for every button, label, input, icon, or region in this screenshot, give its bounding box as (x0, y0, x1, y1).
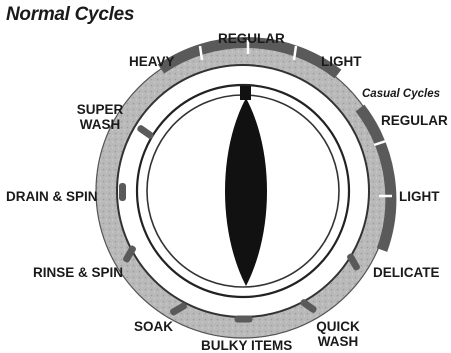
label-quick: QUICK (310, 319, 366, 334)
label-super-wash: SUPER WASH (64, 102, 136, 132)
label-soak: SOAK (134, 319, 173, 334)
dial-pointer (240, 86, 251, 100)
label-rinse-spin: RINSE & SPIN (33, 265, 123, 280)
casual-cycles-title: Casual Cycles (362, 88, 440, 100)
label-bulky-items: BULKY ITEMS (201, 338, 292, 353)
label-casual-light: LIGHT (399, 189, 440, 204)
marker-bulky-items (235, 316, 253, 323)
label-wash: WASH (64, 117, 136, 132)
marker-drain-spin (119, 183, 126, 201)
label-quick-wash: QUICK WASH (310, 319, 366, 349)
label-drain-spin: DRAIN & SPIN (6, 189, 98, 204)
label-casual-regular: REGULAR (381, 113, 448, 128)
label-delicate: DELICATE (373, 265, 440, 280)
label-regular: REGULAR (218, 31, 285, 46)
label-super: SUPER (64, 102, 136, 117)
label-heavy: HEAVY (129, 54, 175, 69)
label-light: LIGHT (321, 54, 362, 69)
label-quick-wash-2: WASH (310, 334, 366, 349)
